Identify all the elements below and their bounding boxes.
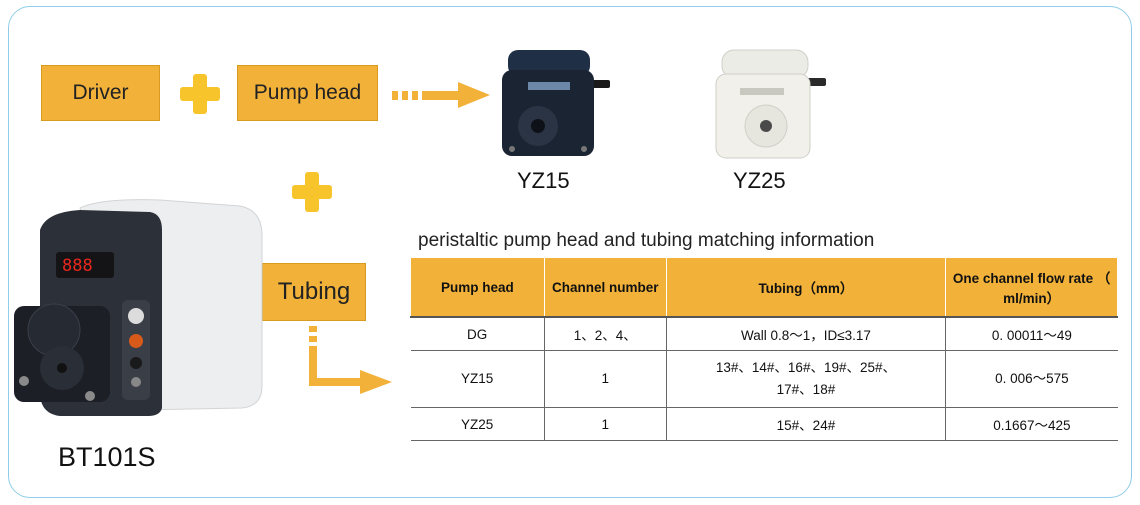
- table-cell: 1、2、4、: [543, 316, 667, 351]
- table-row: DG 1、2、4、 Wall 0.8～1，ID≤3.17 0. 00011～49: [410, 316, 1118, 351]
- tubing-label: Tubing: [277, 278, 351, 305]
- table-cell: 1: [543, 350, 667, 408]
- table-cell: 0. 006～575: [945, 350, 1118, 408]
- bt101s-driver-image: 888: [14, 199, 263, 416]
- tubing-box: Tubing: [262, 263, 366, 321]
- bt101s-caption: BT101S: [58, 442, 156, 472]
- column-header: Channel number: [543, 258, 667, 317]
- table-cell: 0. 00011～49: [945, 316, 1118, 351]
- pump-head-label: Pump head: [253, 81, 362, 104]
- table-cell: Wall 0.8～1，ID≤3.17: [665, 316, 946, 351]
- driver-label: Driver: [72, 81, 129, 104]
- column-header: Pump head: [410, 258, 545, 317]
- table-cell: YZ15: [410, 350, 545, 408]
- yz15-pump-head-image: [502, 50, 610, 156]
- plus-icon: [292, 172, 332, 212]
- table-cell: 0.1667～425: [945, 407, 1118, 441]
- table-cell: DG: [410, 316, 545, 351]
- column-header: One channel flow rate （ ml/min）: [945, 258, 1118, 317]
- column-header: Tubing（mm）: [665, 258, 947, 317]
- table-cell: 1: [543, 407, 667, 441]
- yz25-caption: YZ25: [733, 168, 786, 193]
- driver-display-digits: 888: [62, 256, 93, 276]
- table-cell: YZ25: [410, 407, 545, 441]
- yz25-pump-head-image: [715, 49, 826, 159]
- table-cell: 15#、24#: [665, 407, 946, 441]
- matching-table: Pump head Channel number Tubing（mm） One …: [410, 258, 1118, 441]
- arrow-down-right-icon: [309, 326, 392, 394]
- table-header-row: Pump head Channel number Tubing（mm） One …: [410, 258, 1118, 317]
- pump-head-box: Pump head: [237, 65, 378, 121]
- driver-box: Driver: [41, 65, 160, 121]
- plus-icon: [180, 74, 220, 114]
- table-row: YZ25 1 15#、24# 0.1667～425: [410, 407, 1118, 441]
- yz15-caption: YZ15: [517, 168, 570, 193]
- table-row: YZ15 1 13#、14#、16#、19#、25#、 17#、18# 0. 0…: [410, 350, 1118, 408]
- table-cell: 13#、14#、16#、19#、25#、 17#、18#: [665, 350, 946, 408]
- table-title: peristaltic pump head and tubing matchin…: [418, 230, 875, 251]
- arrow-right-icon: [392, 82, 490, 108]
